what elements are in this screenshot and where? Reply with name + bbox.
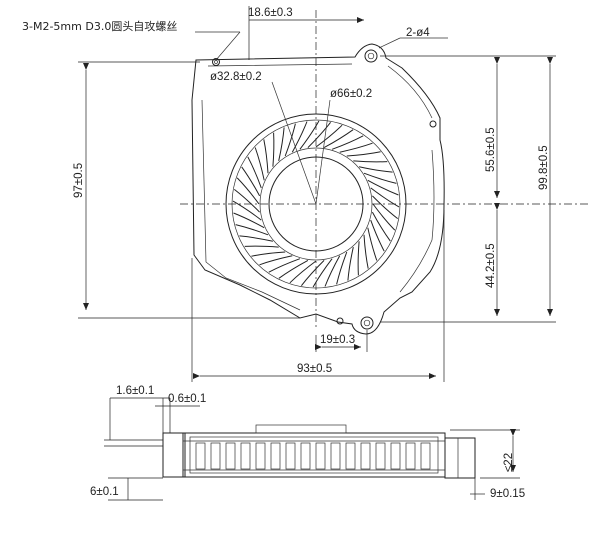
- impeller-blade: [363, 172, 397, 184]
- impeller-blade: [372, 195, 399, 219]
- impeller-blade: [233, 212, 265, 229]
- impeller-blade: [272, 132, 275, 167]
- side-outlet: [444, 437, 476, 479]
- dim-width-label: 93±0.5: [297, 363, 332, 375]
- impeller-blade: [299, 120, 320, 150]
- impeller-blade: [336, 251, 348, 285]
- side-fin: [195, 442, 206, 470]
- impeller-blade: [358, 166, 393, 173]
- dim-outlet-label: 9±0.15: [490, 488, 525, 500]
- impeller-blade: [363, 234, 369, 269]
- impeller-blade: [301, 260, 325, 287]
- dim-total-height-right-label: 99.8±0.5: [538, 145, 550, 190]
- impeller-blade: [367, 179, 399, 196]
- impeller-blade: [370, 187, 400, 208]
- side-fin: [315, 442, 326, 470]
- dim-thickness-label: ≤22: [503, 453, 515, 472]
- impeller-blade: [232, 200, 262, 221]
- dim-inlet-outer-label: ø66±0.2: [330, 88, 372, 100]
- side-fin: [390, 442, 401, 470]
- side-fin: [360, 442, 371, 470]
- screw-hole-bottom: [336, 317, 344, 325]
- mount-hole-bottom: [360, 316, 374, 330]
- impeller-blade: [284, 123, 296, 157]
- side-fin: [345, 442, 356, 470]
- impeller-blade: [289, 260, 317, 284]
- impeller-blades: [232, 120, 400, 288]
- impeller-blade: [235, 224, 269, 236]
- screw-note-label: 3-M2-5mm D3.0圆头自攻螺丝: [22, 19, 177, 33]
- side-view: [104, 397, 520, 501]
- side-fin: [330, 442, 341, 470]
- dim-offset-top-label: 18.6±0.3: [248, 7, 293, 19]
- impeller-blade: [339, 142, 373, 153]
- impeller-blade: [324, 255, 341, 287]
- impeller-blade: [353, 160, 388, 163]
- dim-total-height-left-label: 97±0.5: [73, 163, 85, 198]
- impeller-blade: [346, 151, 381, 157]
- top-view: [78, 6, 590, 382]
- impeller-blade: [367, 227, 378, 261]
- impeller-blade: [278, 259, 309, 279]
- dim-flange-label: 1.6±0.1: [116, 385, 154, 397]
- side-fin: [210, 442, 221, 470]
- dim-plate-label: 0.6±0.1: [168, 393, 206, 405]
- side-fin: [225, 442, 236, 470]
- impeller-blade: [307, 121, 331, 148]
- impeller-blade: [312, 258, 333, 288]
- screw-hole-right: [429, 120, 437, 128]
- side-fin: [420, 442, 431, 470]
- impeller-blade: [247, 156, 262, 189]
- mount-hole-top: [364, 49, 378, 63]
- hole-note-label: 2-ø4: [406, 27, 430, 39]
- side-fin: [375, 442, 386, 470]
- impeller-blade: [254, 147, 265, 181]
- impeller-blade: [278, 127, 285, 162]
- side-fin: [405, 442, 416, 470]
- impeller-blade: [241, 166, 261, 197]
- impeller-blade: [236, 177, 260, 205]
- impeller-blade: [357, 241, 360, 276]
- dim-lower-height-label: 44.2±0.5: [485, 243, 497, 288]
- impeller-blade: [370, 219, 385, 252]
- dim-inlet-inner-label: ø32.8±0.2: [210, 71, 262, 83]
- side-fins: [195, 442, 431, 470]
- impeller-blade: [315, 124, 343, 148]
- dim-offset-bottom-label: 19±0.3: [320, 334, 355, 346]
- impeller-blade: [259, 255, 293, 266]
- impeller-blade: [371, 211, 391, 242]
- dim-upper-height-label: 55.6±0.5: [485, 127, 497, 172]
- side-fin: [270, 442, 281, 470]
- impeller-blade: [244, 245, 279, 248]
- side-fin: [240, 442, 251, 470]
- impeller-blade: [331, 135, 364, 150]
- impeller-blade: [263, 139, 269, 174]
- fan-housing-outline: [191, 43, 445, 335]
- impeller-blade: [347, 246, 354, 281]
- impeller-blade: [372, 203, 396, 231]
- impeller-blade: [291, 121, 308, 153]
- impeller-blade: [233, 189, 260, 213]
- impeller-blade: [268, 258, 301, 273]
- side-fin: [285, 442, 296, 470]
- impeller-blade: [251, 251, 286, 257]
- side-fin: [255, 442, 266, 470]
- side-fin: [300, 442, 311, 470]
- housing-inner-wall: [201, 63, 435, 311]
- impeller-blade: [323, 129, 354, 149]
- impeller-blade: [239, 235, 274, 242]
- side-base-plate: [162, 432, 186, 478]
- screw-hole-left: [212, 58, 220, 66]
- dim-base-label: 6±0.1: [90, 486, 119, 498]
